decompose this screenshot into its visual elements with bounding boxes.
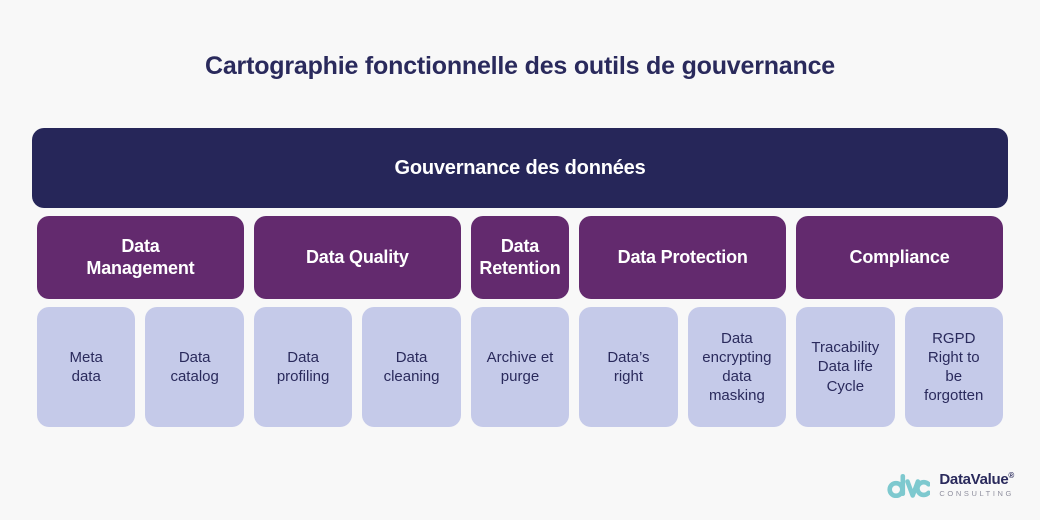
leaf-box-datas-right[interactable]: Data’s right	[579, 307, 678, 427]
category-label-data-retention: Data Retention	[479, 236, 561, 278]
category-box-data-management[interactable]: Data Management	[37, 216, 244, 299]
leaf-cell-data-cleaning: Data cleaning	[357, 307, 465, 427]
leaf-label-meta-data: Meta data	[69, 348, 103, 385]
category-row: Data Management Data Quality Data Retent…	[32, 216, 1008, 299]
brand-name-text: DataValue	[939, 471, 1009, 489]
category-cell-data-quality: Data Quality	[249, 216, 466, 299]
registered-mark-icon: ®	[1008, 471, 1014, 481]
leaf-box-tracability-data-life-cycle[interactable]: Tracability Data life Cycle	[796, 307, 895, 427]
leaf-row: Meta data Data catalog Data profiling Da…	[32, 307, 1008, 427]
leaf-label-rgpd-right-to-be-forgotten: RGPD Right to be forgotten	[924, 329, 984, 405]
leaf-box-data-encrypting-data-masking[interactable]: Data encrypting data masking	[687, 307, 787, 427]
leaf-cell-tracability-data-life-cycle: Tracability Data life Cycle	[791, 307, 899, 427]
leaf-cell-datas-right: Data’s right	[574, 307, 682, 427]
category-cell-compliance: Compliance	[791, 216, 1008, 299]
category-cell-data-retention: Data Retention	[466, 216, 574, 299]
leaf-cell-data-encrypting-data-masking: Data encrypting data masking	[683, 307, 791, 427]
brand-name: DataValue®	[939, 471, 1014, 489]
category-cell-data-management: Data Management	[32, 216, 249, 299]
leaf-box-data-profiling[interactable]: Data profiling	[253, 307, 353, 427]
leaf-label-datas-right: Data’s right	[607, 348, 650, 385]
leaf-label-data-encrypting-data-masking: Data encrypting data masking	[702, 329, 772, 405]
leaf-box-meta-data[interactable]: Meta data	[37, 307, 136, 427]
page-title: Cartographie fonctionnelle des outils de…	[205, 52, 835, 80]
leaf-label-archive-et-purge: Archive et purge	[486, 348, 554, 385]
leaf-box-data-cleaning[interactable]: Data cleaning	[362, 307, 461, 427]
leaf-label-data-profiling: Data profiling	[276, 348, 330, 385]
category-cell-data-protection: Data Protection	[574, 216, 791, 299]
leaf-label-data-catalog: Data catalog	[170, 348, 219, 385]
brand-logo[interactable]: DataValue® CONSULTING	[886, 472, 1014, 498]
leaf-cell-rgpd-right-to-be-forgotten: RGPD Right to be forgotten	[900, 307, 1008, 427]
dvc-logo-icon	[887, 474, 931, 498]
leaf-label-data-cleaning: Data cleaning	[383, 348, 440, 385]
leaf-label-tracability-data-life-cycle: Tracability Data life Cycle	[811, 339, 880, 395]
category-label-compliance: Compliance	[849, 246, 950, 267]
brand-tagline: CONSULTING	[939, 489, 1014, 499]
category-box-data-retention[interactable]: Data Retention	[470, 216, 570, 299]
leaf-cell-meta-data: Meta data	[32, 307, 140, 427]
category-label-data-management: Data Management	[86, 236, 195, 278]
category-box-data-quality[interactable]: Data Quality	[253, 216, 461, 299]
leaf-box-data-catalog[interactable]: Data catalog	[145, 307, 244, 427]
leaf-cell-data-profiling: Data profiling	[249, 307, 357, 427]
root-node-gouvernance-des-donnees: Gouvernance des données	[32, 128, 1008, 208]
root-node-label: Gouvernance des données	[394, 156, 646, 179]
category-box-compliance[interactable]: Compliance	[796, 216, 1003, 299]
governance-diagram: Gouvernance des données Data Management …	[32, 128, 1008, 427]
category-box-data-protection[interactable]: Data Protection	[579, 216, 787, 299]
category-label-data-protection: Data Protection	[617, 246, 748, 267]
leaf-cell-archive-et-purge: Archive et purge	[466, 307, 574, 427]
category-label-data-quality: Data Quality	[306, 246, 409, 267]
leaf-cell-data-catalog: Data catalog	[140, 307, 248, 427]
leaf-box-rgpd-right-to-be-forgotten[interactable]: RGPD Right to be forgotten	[904, 307, 1003, 427]
brand-wordmark: DataValue® CONSULTING	[939, 472, 1014, 498]
leaf-box-archive-et-purge[interactable]: Archive et purge	[470, 307, 570, 427]
